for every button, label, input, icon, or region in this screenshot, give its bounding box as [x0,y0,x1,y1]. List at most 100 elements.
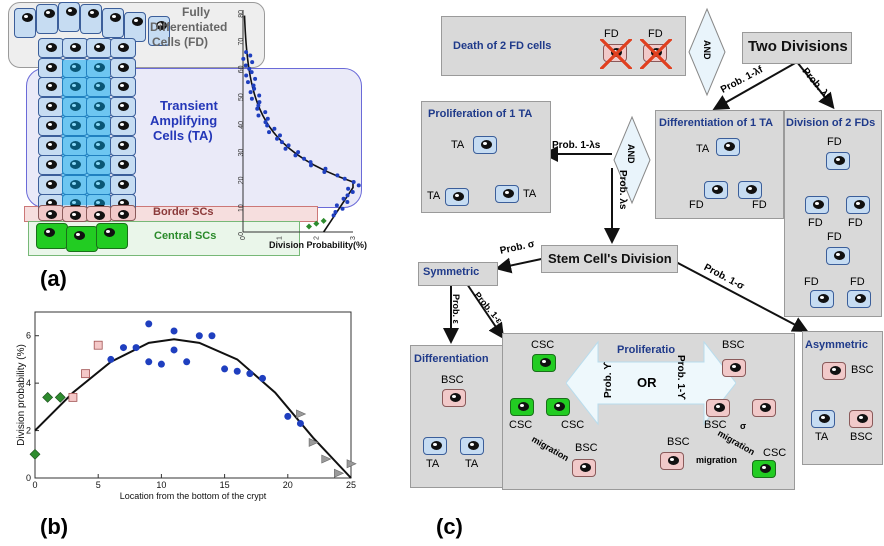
nucleus-icon [94,101,105,111]
nucleus-icon [450,393,461,402]
panel-label-a: (a) [40,266,67,291]
asymmetric-label: Asymmetric [805,339,868,351]
and-diamond-mid [613,115,651,205]
nucleus-icon [94,211,105,220]
chart-b-point-circle [119,344,127,352]
ta-label: TA [426,458,440,470]
fd-label: FD [808,217,823,229]
fd-label: FD [850,276,865,288]
csc-label: CSC [509,419,533,431]
chart-b-ylabel: Division probability (%) [16,344,27,446]
prolif-ta-box [421,101,551,213]
chart-b-x-tick-label: 25 [346,480,356,490]
or-label: OR [637,375,657,390]
ta-label: TA [696,143,710,155]
chart-b-y-tick-label: 2 [26,426,31,436]
nucleus-icon [46,179,57,189]
death-cross-icon [600,39,632,69]
nucleus-icon [46,62,57,72]
nucleus-icon [94,82,105,91]
nucleus-icon [46,82,57,91]
mini-chart-xlabel: Division Probability(%) [269,240,368,250]
chart-b-point-square [93,340,103,350]
bsc-cell [706,399,730,417]
chart-b-frame [34,311,352,479]
ta-cell [110,38,136,58]
chart-b-point-circle [195,332,203,340]
ta-cell [445,188,469,206]
nucleus-icon [70,160,81,169]
nucleus-icon [724,142,735,151]
chart-b-x-tick-label: 5 [96,480,101,490]
and-label-mid: AND [626,144,636,164]
central-sc-cell [66,226,98,252]
symmetric-label: Symmetric [423,266,480,278]
fd-cell [58,2,80,32]
nucleus-icon [46,43,57,52]
fd-cell [847,290,871,308]
proliferation-label: Proliferatio [617,344,676,356]
bsc-cell [660,452,684,470]
nucleus-icon [70,43,81,52]
chart-b-point-circle [145,358,153,366]
fd-cell [810,290,834,308]
chart-b-point-circle [145,320,153,328]
fd-label-3: Cells (FD) [152,35,209,49]
nucleus-icon [46,101,57,111]
csc-cell [546,398,570,416]
nucleus-icon [118,199,129,208]
stem-division-box [541,245,678,273]
nucleus-icon [668,456,679,465]
nucleus-icon [44,228,55,237]
nucleus-icon [94,179,105,189]
central-sc-cell [96,223,128,249]
fd-label: FD [804,276,819,288]
nucleus-icon [70,121,81,130]
csc-cell [752,460,776,478]
prob-1-ls-label: Prob. 1-λs [552,140,601,151]
nucleus-icon [714,403,725,412]
central-sc-cell [36,223,68,249]
nucleus-icon [580,463,591,472]
chart-b-point-circle [208,332,216,340]
prob-eps-label: Prob. ε [451,294,461,324]
border-scs-label: Border SCs [153,206,214,218]
nucleus-icon [46,140,57,150]
proliferation-double-arrow [566,340,736,426]
ta-label: TA [451,139,465,151]
nucleus-icon [730,363,741,372]
chart-b-point-circle [132,344,140,352]
fd-cell [846,196,870,214]
nucleus-icon [94,140,105,150]
fd-cell [826,247,850,265]
nucleus-icon [88,9,99,18]
central-scs-label: Central SCs [154,230,217,242]
bsc-cell [849,410,873,428]
death-cross-icon [640,39,672,69]
nucleus-icon [118,160,129,169]
fd-cell-dying [640,39,672,69]
bsc-cell [752,399,776,417]
bsc-label: BSC [704,419,727,431]
nucleus-icon [118,179,129,189]
chart-b-point-circle [221,365,229,373]
fd-cell [102,8,124,38]
chart-b-point-square [68,392,78,402]
chart-b-point-circle [170,327,178,335]
chart-b-fit-curve [34,338,352,479]
prob-1-gamma-label: Prob. 1-ϒ [675,355,686,400]
bsc-cell [442,389,466,407]
nucleus-icon [819,414,830,423]
fd-label: FD [689,199,704,211]
fd-label: FD [752,199,767,211]
ta-cell [811,410,835,428]
ta-label: TA [523,188,537,200]
bsc-cell [572,459,596,477]
fd-cell [148,16,170,46]
nucleus-icon [70,179,81,189]
chart-b-point-square [81,369,90,379]
chart-b-x-tick-label: 15 [220,480,230,490]
and-diamond-top [688,7,726,97]
